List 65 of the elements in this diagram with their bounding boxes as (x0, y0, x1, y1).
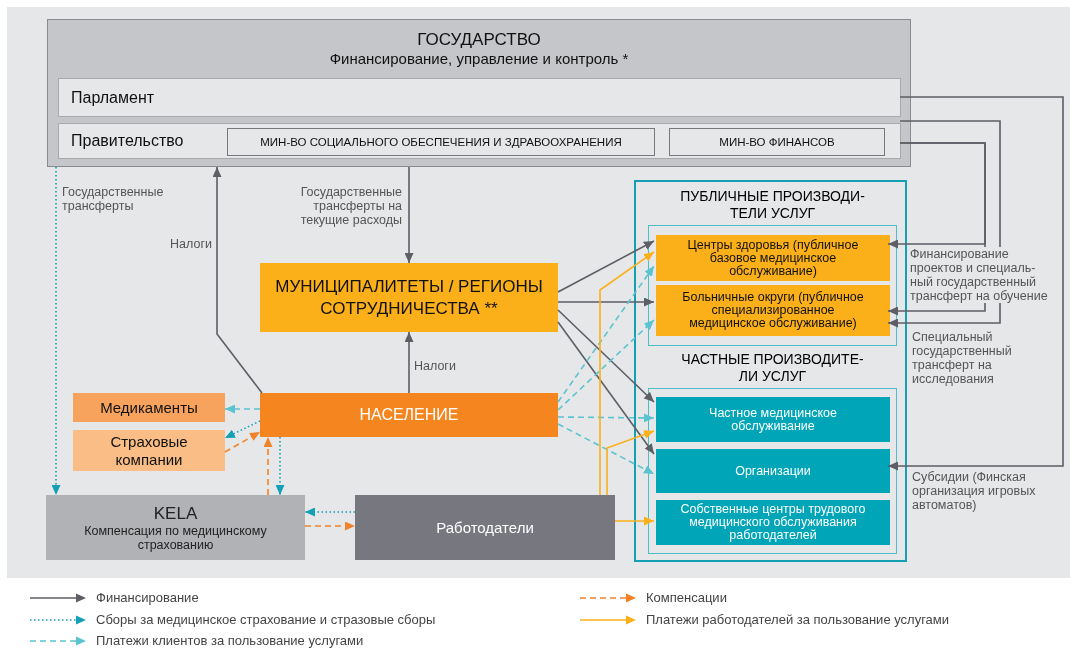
arrow (404, 166, 414, 264)
arrow (614, 516, 655, 526)
legend-text: Платежи работодателей за пользование услугами (646, 612, 950, 627)
arrow (224, 420, 261, 439)
insurance-box (73, 430, 225, 471)
arrow (599, 251, 655, 496)
arrow (51, 166, 61, 496)
arrow (606, 430, 655, 496)
arrow (212, 166, 263, 394)
legend-text: Платежи клиентов за пользование услугами (96, 633, 364, 648)
arrow (304, 521, 356, 531)
box-label: Больничные округи (публичное специализированное медицинское обслуживание) (681, 291, 865, 330)
population-box (260, 393, 558, 437)
arrow (275, 436, 285, 496)
legend-text: Финансирование (96, 590, 199, 605)
box-label: Работодатели (436, 519, 534, 536)
arrow (404, 331, 414, 394)
box-label: МУНИЦИПАЛИТЕТЫ / РЕГИОНЫ СОТРУДНИЧЕСТВА ** (274, 275, 544, 320)
public-provider-box (656, 285, 890, 336)
ministry-label: МИН-ВО СОЦИАЛЬНОГО ОБЕСПЕЧЕНИЯ И ЗДРАВООХРАНЕНИЯ (260, 136, 622, 148)
providers-frame (634, 180, 907, 562)
box-label: Страховые компании (109, 432, 189, 469)
arrow (557, 423, 655, 475)
arrow (557, 309, 655, 403)
arrow (224, 431, 261, 453)
box-description: Компенсация по медицинскому страхованию (83, 523, 268, 552)
group-heading: ПУБЛИЧНЫЕ ПРОИЗВОДИ-ТЕЛИ УСЛУГ (679, 188, 866, 222)
state-title: ГОСУДАРСТВО (417, 30, 541, 50)
arrow (304, 507, 356, 517)
arrow (557, 265, 655, 403)
arrow (557, 297, 655, 307)
employers-box (355, 495, 615, 560)
box-title: KELA (153, 503, 198, 524)
group-heading: ЧАСТНЫЕ ПРОИЗВОДИТЕ-ЛИ УСЛУГ (680, 351, 865, 385)
ministry-box (227, 128, 655, 156)
ministry-label: МИН-ВО ФИНАНСОВ (719, 136, 835, 148)
box-label: Частное медицинское обслуживание (708, 406, 838, 433)
box-label: Центры здоровья (публичное базовое медицинское обслуживание) (686, 238, 860, 278)
branch-band (58, 123, 901, 159)
box-label: Организации (734, 464, 812, 478)
box-label: НАСЕЛЕНИЕ (359, 406, 459, 424)
medicines-box (73, 393, 225, 422)
private-provider-box (656, 500, 890, 545)
branch-band (58, 78, 901, 117)
ministry-box (669, 128, 885, 156)
arrow (557, 240, 655, 293)
arrow (557, 319, 655, 411)
private-provider-box (656, 449, 890, 493)
arrow (224, 404, 261, 414)
state-panel (47, 19, 911, 167)
legend-text: Компенсации (646, 590, 727, 605)
box-label: Медикаменты (100, 399, 198, 416)
municipality-box (260, 263, 558, 332)
band-label: Парламент (71, 88, 155, 107)
insurance-institution-box (46, 495, 305, 560)
arrow (263, 436, 273, 496)
state-subtitle: Финансирование, управление и контроль * (329, 50, 629, 68)
arrow (557, 321, 655, 455)
arrow (557, 413, 655, 423)
public-provider-box (656, 235, 890, 281)
box-label: Собственные центры трудового медицинского обслуживания работодателей (679, 503, 867, 542)
arrow (887, 96, 1064, 471)
band-label: Правительство (71, 132, 184, 150)
private-provider-box (656, 397, 890, 442)
legend-text: Сборы за медицинское страхование и стразовые сборы (96, 612, 436, 627)
